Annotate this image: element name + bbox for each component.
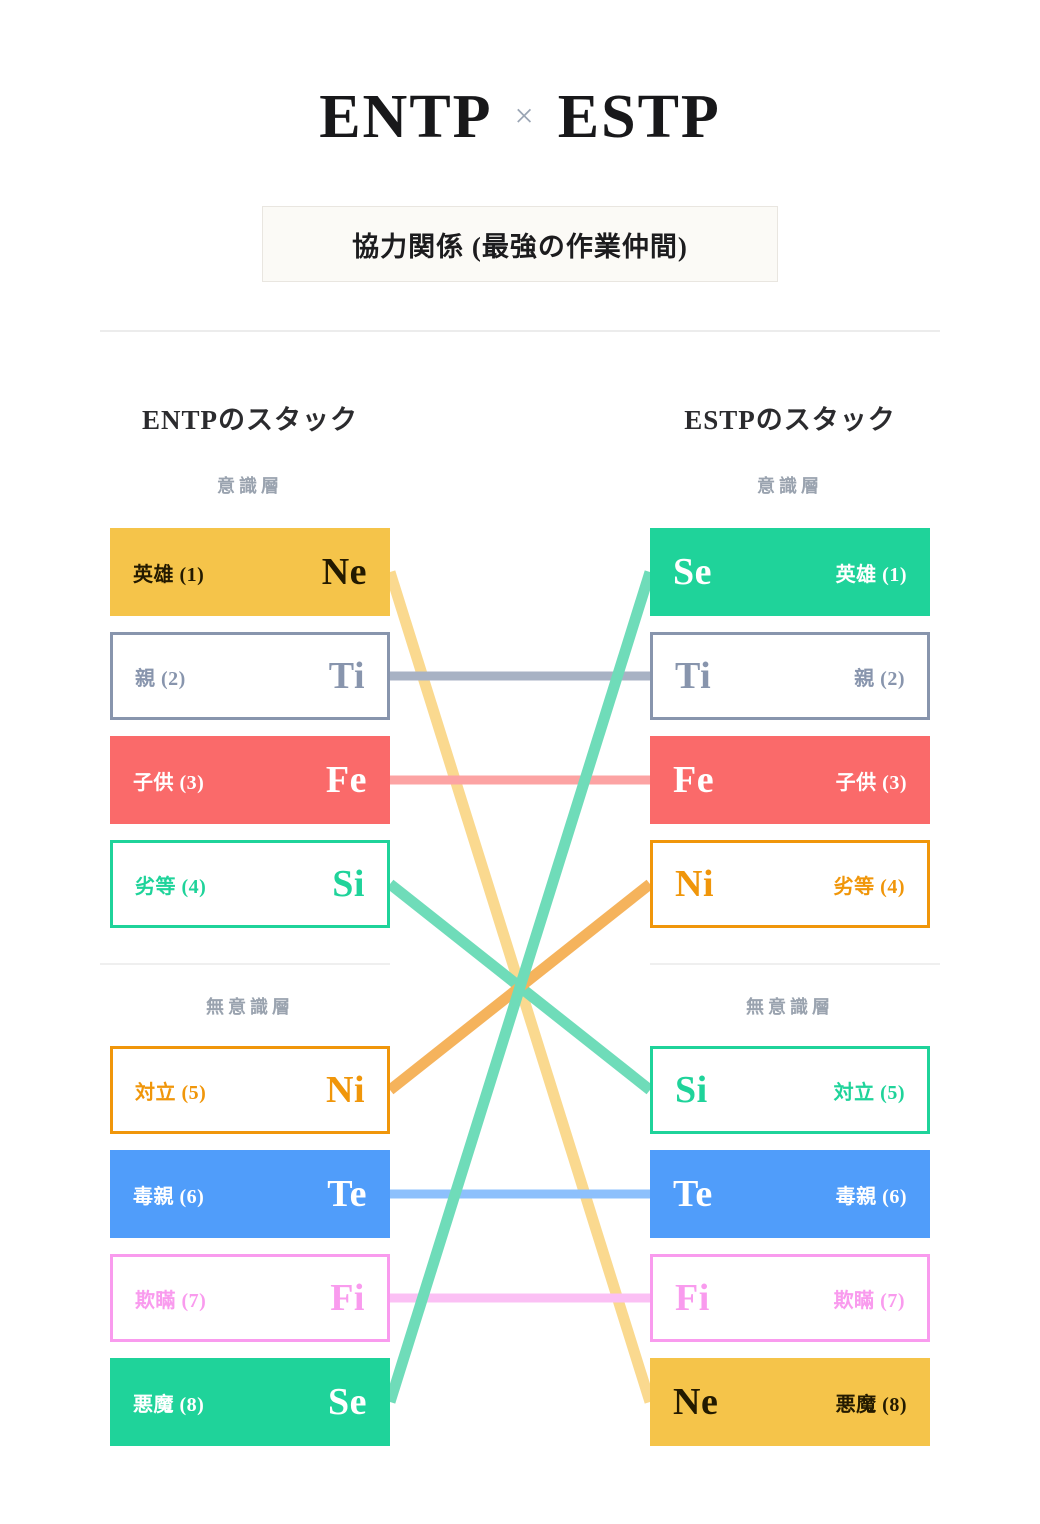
- function-role-label: 対立 (5): [135, 1081, 207, 1104]
- function-code-label: Se: [673, 551, 712, 593]
- left-conscious-label: 意識層: [217, 476, 283, 496]
- left-unconscious-label: 無意識層: [206, 997, 294, 1017]
- right-unconscious-label: 無意識層: [746, 997, 834, 1017]
- right-function-box-si[interactable]: 対立 (5) Si: [650, 1046, 930, 1134]
- right-layer-divider: [650, 963, 940, 965]
- left-function-box-si[interactable]: 劣等 (4) Si: [110, 840, 390, 928]
- function-role-label: 欺瞞 (7): [833, 1289, 905, 1312]
- function-role-label: 劣等 (4): [135, 875, 207, 898]
- function-code-label: Fe: [325, 759, 367, 801]
- right-function-box-fi[interactable]: 欺瞞 (7) Fi: [650, 1254, 930, 1342]
- function-code-label: Fe: [673, 759, 715, 801]
- function-role-label: 子供 (3): [133, 771, 205, 794]
- function-code-label: Ne: [673, 1381, 719, 1423]
- function-code-label: Ti: [675, 655, 712, 697]
- function-role-label: 親 (2): [135, 667, 186, 690]
- function-role-label: 英雄 (1): [133, 563, 205, 586]
- relation-badge: 協力関係 (最強の作業仲間): [262, 206, 778, 282]
- left-function-box-ni[interactable]: 対立 (5) Ni: [110, 1046, 390, 1134]
- function-role-label: 毒親 (6): [133, 1185, 205, 1208]
- type-b-label: ESTP: [557, 83, 721, 151]
- relation-label: 協力関係 (最強の作業仲間): [352, 231, 688, 262]
- left-function-box-se[interactable]: 悪魔 (8) Se: [110, 1358, 390, 1446]
- left-function-box-fi[interactable]: 欺瞞 (7) Fi: [110, 1254, 390, 1342]
- function-role-label: 毒親 (6): [835, 1185, 907, 1208]
- function-role-label: 悪魔 (8): [133, 1393, 205, 1416]
- function-code-label: Ni: [326, 1069, 365, 1111]
- left-function-box-fe[interactable]: 子供 (3) Fe: [110, 736, 390, 824]
- function-code-label: Si: [332, 863, 365, 905]
- function-code-label: Te: [673, 1173, 713, 1215]
- connector-line-si: [386, 879, 654, 1095]
- function-code-label: Ti: [328, 655, 365, 697]
- function-code-label: Ne: [321, 551, 367, 593]
- left-layer-divider: [100, 963, 390, 965]
- right-function-box-ni[interactable]: 劣等 (4) Ni: [650, 840, 930, 928]
- function-role-label: 英雄 (1): [835, 563, 907, 586]
- function-code-label: Fi: [675, 1277, 710, 1319]
- right-function-box-ne[interactable]: 悪魔 (8) Ne: [650, 1358, 930, 1446]
- function-role-label: 欺瞞 (7): [135, 1289, 207, 1312]
- function-code-label: Ni: [675, 863, 714, 905]
- right-function-box-ti[interactable]: 親 (2) Ti: [650, 632, 930, 720]
- function-code-label: Te: [327, 1173, 367, 1215]
- function-code-label: Fi: [330, 1277, 365, 1319]
- function-role-label: 子供 (3): [835, 771, 907, 794]
- left-column-heading: ENTPのスタック: [141, 405, 358, 435]
- function-role-label: 悪魔 (8): [835, 1393, 907, 1416]
- function-role-label: 親 (2): [854, 667, 905, 690]
- function-code-label: Se: [328, 1381, 367, 1423]
- connector-line-ne: [384, 570, 656, 1404]
- right-conscious-label: 意識層: [757, 476, 823, 496]
- left-function-box-te[interactable]: 毒親 (6) Te: [110, 1150, 390, 1238]
- connector-line-se: [384, 570, 656, 1404]
- header-divider: [100, 330, 940, 332]
- function-role-label: 対立 (5): [833, 1081, 905, 1104]
- right-function-box-fe[interactable]: 子供 (3) Fe: [650, 736, 930, 824]
- left-function-box-ne[interactable]: 英雄 (1) Ne: [110, 528, 390, 616]
- right-function-box-te[interactable]: 毒親 (6) Te: [650, 1150, 930, 1238]
- function-role-label: 劣等 (4): [833, 875, 905, 898]
- right-column-heading: ESTPのスタック: [684, 405, 896, 435]
- right-function-box-se[interactable]: 英雄 (1) Se: [650, 528, 930, 616]
- page-title: ENTP × ESTP: [0, 82, 1040, 153]
- function-code-label: Si: [675, 1069, 708, 1111]
- cross-icon: ×: [514, 98, 536, 136]
- type-a-label: ENTP: [319, 83, 493, 151]
- left-function-box-ti[interactable]: 親 (2) Ti: [110, 632, 390, 720]
- connector-line-ni: [386, 879, 654, 1095]
